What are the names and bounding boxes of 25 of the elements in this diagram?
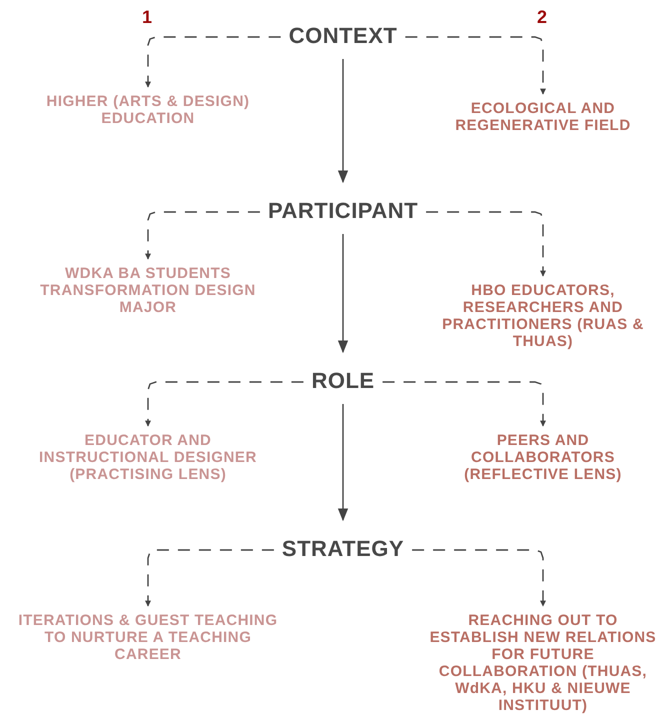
branch-number: 2: [537, 7, 548, 28]
dashed-arrow: [382, 381, 546, 427]
dashed-arrow: [145, 549, 274, 607]
stage-description: WDKA BA STUDENTS TRANSFORMATION DESIGN MAJOR: [23, 265, 273, 316]
stage-description: PEERS AND COLLABORATORS (REFLECTIVE LENS): [427, 432, 659, 483]
stage-description: EDUCATOR AND INSTRUCTIONAL DESIGNER (PRACTISING LENS): [18, 432, 278, 483]
arrow: [338, 59, 348, 184]
stage-description: HBO EDUCATORS, RESEARCHERS AND PRACTITIONERS (RUAS & THUAS): [427, 282, 659, 350]
dashed-arrow: [405, 36, 546, 95]
dashed-arrow: [412, 549, 546, 607]
stage-description: ITERATIONS & GUEST TEACHING TO NURTURE A TEACHING CAREER: [18, 612, 278, 663]
dashed-arrow: [426, 211, 546, 277]
stage-description: REACHING OUT TO ESTABLISH NEW RELATIONS FOR FUTURE COLLABORATION (THUAS, WdKA, HKU & NIEUWE INSTITUUT): [425, 612, 661, 714]
dashed-arrow: [145, 211, 260, 260]
stage-heading: CONTEXT: [280, 23, 406, 49]
branch-number: 1: [142, 7, 152, 28]
stage-heading: PARTICIPANT: [260, 198, 426, 224]
arrow: [338, 404, 348, 522]
dashed-arrow: [145, 36, 281, 88]
stage-description: ECOLOGICAL AND REGENERATIVE FIELD: [427, 100, 659, 134]
dashed-arrow: [145, 381, 304, 427]
stage-description: HIGHER (ARTS & DESIGN) EDUCATION: [23, 93, 273, 127]
stage-heading: ROLE: [303, 368, 383, 394]
stage-heading: STRATEGY: [274, 536, 412, 562]
arrow: [338, 234, 348, 354]
